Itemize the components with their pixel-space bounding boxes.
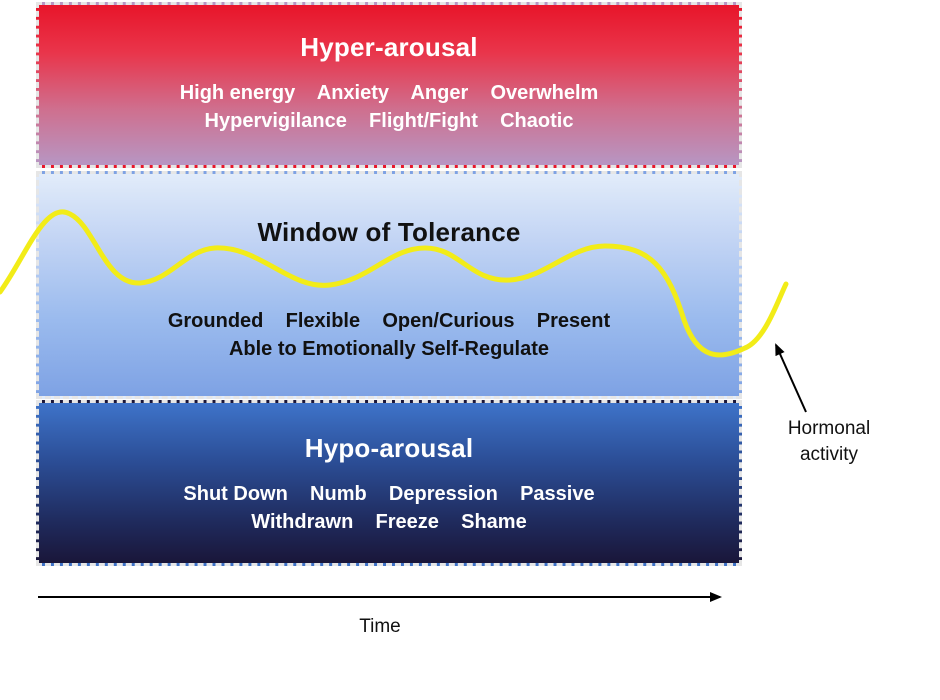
hyper-arousal-traits-line-2: Hypervigilance Flight/Fight Chaotic <box>204 110 574 132</box>
time-axis-label: Time <box>359 616 401 637</box>
window-of-tolerance-zone: Window of Tolerance Grounded Flexible Op… <box>36 171 742 399</box>
hormonal-activity-pointer-arrow <box>775 343 807 413</box>
hypo-arousal-traits-line-2: Withdrawn Freeze Shame <box>251 511 527 533</box>
hormonal-activity-label: Hormonal activity <box>787 418 871 465</box>
window-of-tolerance-traits-line-1: Grounded Flexible Open/Curious Present <box>167 310 611 332</box>
hypo-arousal-title: Hypo-arousal <box>304 433 474 463</box>
hyper-arousal-zone: Hyper-arousal High energy Anxiety Anger … <box>36 2 742 168</box>
window-of-tolerance-traits-line-2: Able to Emotionally Self-Regulate <box>228 338 550 360</box>
window-of-tolerance-title: Window of Tolerance <box>257 217 521 247</box>
hypo-arousal-zone: Hypo-arousal Shut Down Numb Depression P… <box>36 400 742 566</box>
hypo-arousal-traits-line-1: Shut Down Numb Depression Passive <box>183 483 595 505</box>
hyper-arousal-title: Hyper-arousal <box>300 32 478 62</box>
hyper-arousal-traits-line-1: High energy Anxiety Anger Overwhelm <box>179 82 599 104</box>
